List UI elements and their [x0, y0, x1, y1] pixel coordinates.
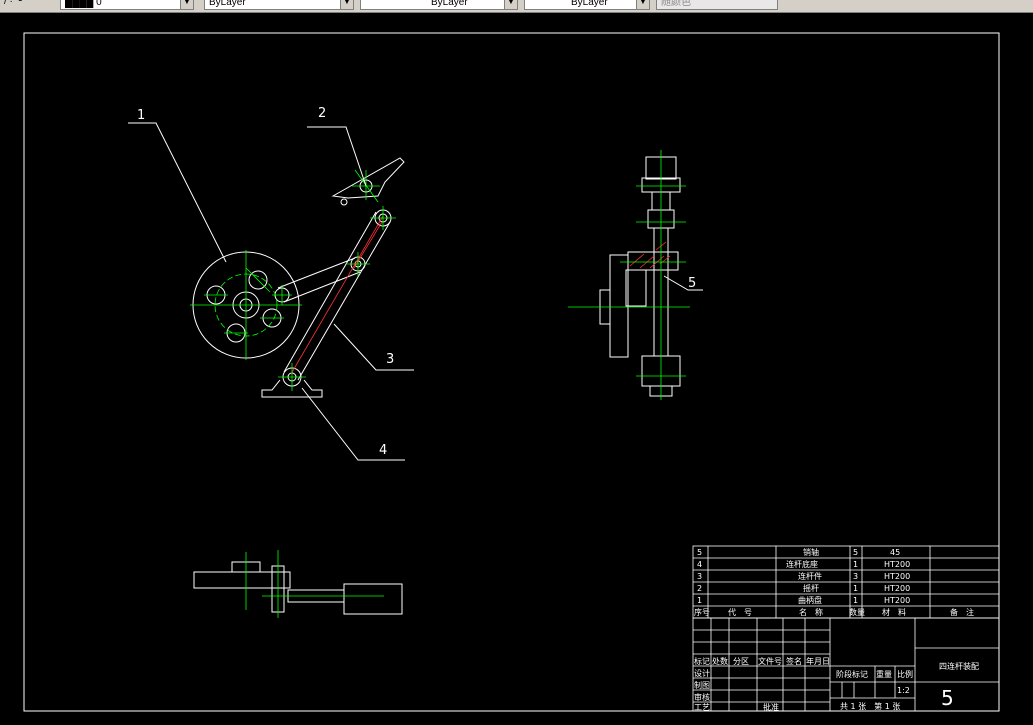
bom-qty: 1: [853, 584, 858, 593]
chevron-down-icon[interactable]: ▼: [180, 0, 193, 9]
cad-drawing-canvas[interactable]: 1 2 3 4 5 5 销轴 5 45 4 连杆底座 1 HT200 3 连杆件…: [0, 12, 1033, 725]
balloon-5: 5: [688, 276, 696, 291]
side-view-hatch: [629, 241, 671, 269]
role-design: 设计: [694, 668, 710, 678]
rev-header: 签名: [786, 656, 802, 666]
balloon-1: 1: [137, 108, 145, 123]
balloon-2: 2: [318, 106, 326, 121]
side-view: [599, 156, 681, 397]
bom-no: 3: [697, 572, 702, 581]
bom-material: HT200: [884, 584, 910, 593]
bom-material: HT200: [884, 572, 910, 581]
bom-name: 连杆件: [798, 571, 822, 581]
top-view-centerlines: [245, 550, 384, 618]
rev-header: 分区: [733, 657, 749, 666]
linetype-dropdown[interactable]: ByLayer ▼: [360, 0, 518, 10]
layer-value: ████ 0: [65, 0, 102, 8]
rev-header: 年月日: [806, 656, 830, 666]
plotstyle-dropdown[interactable]: 随颜色: [656, 0, 778, 10]
drawing-border: [23, 32, 1000, 712]
bom-no: 4: [697, 560, 702, 569]
bom-no: 1: [697, 596, 702, 605]
bom-header-name: 名 称: [799, 607, 823, 617]
bom-header-material: 材 料: [882, 607, 906, 617]
bom-no: 2: [697, 584, 702, 593]
chevron-down-icon[interactable]: ▼: [636, 0, 649, 9]
bom-qty: 1: [853, 560, 858, 569]
linkage-centerlines: [290, 215, 384, 375]
bom-header-qty: 数量: [849, 607, 865, 617]
top-view: [193, 561, 403, 615]
chevron-down-icon[interactable]: ▼: [504, 0, 517, 9]
toolbar-partial-label: / · ╰: [4, 0, 22, 7]
joint-centerlines: [272, 206, 396, 391]
balloon-3: 3: [386, 352, 394, 367]
sheet-info: 共 1 张 第 1 张: [840, 701, 900, 711]
rev-header: 处数: [712, 656, 728, 666]
layer-dropdown[interactable]: ████ 0 ▼: [60, 0, 194, 10]
bom-qty: 1: [853, 596, 858, 605]
title-block-text: 标记 处数 分区 文件号 签名 年月日 设计 制图 审核 工艺 批准 阶段标记 …: [694, 656, 979, 712]
crank-centerlines: [190, 250, 302, 360]
bom-header-code: 代 号: [728, 607, 752, 617]
bom-rows: 5 销轴 5 45 4 连杆底座 1 HT200 3 连杆件 3 HT200 2…: [694, 547, 974, 617]
weight-label: 重量: [876, 669, 892, 679]
approve-label: 批准: [763, 702, 779, 712]
bom-name: 曲柄盘: [798, 595, 822, 605]
bom-name: 连杆底座: [786, 559, 818, 569]
rev-header: 标记: [694, 656, 710, 666]
properties-toolbar: / · ╰ ████ 0 ▼ ByLayer ▼ ByLayer ▼ ByLay…: [0, 0, 1033, 13]
rev-header: 文件号: [758, 656, 782, 666]
role-process: 工艺: [694, 703, 710, 712]
linkage-rod: [261, 209, 392, 398]
leader-lines: [128, 122, 703, 461]
chevron-down-icon[interactable]: ▼: [340, 0, 353, 9]
role-draw: 制图: [694, 680, 710, 690]
bom-qty: 3: [853, 572, 858, 581]
plotstyle-value: 随颜色: [661, 0, 691, 8]
side-view-centerlines: [568, 150, 690, 400]
bom-name: 销轴: [803, 547, 819, 557]
bom-material: HT200: [884, 596, 910, 605]
bom-material: 45: [890, 548, 900, 557]
title-block: [692, 617, 1000, 712]
lineweight-value: ByLayer: [571, 0, 608, 8]
linetype-value: ByLayer: [431, 0, 468, 8]
bom-no: 5: [697, 548, 702, 557]
lineweight-dropdown[interactable]: ByLayer ▼: [524, 0, 650, 10]
rocker-part: [331, 157, 405, 206]
bom-name: 摇杆: [803, 583, 819, 593]
role-review: 审核: [694, 692, 710, 702]
bom-header-no: 序号: [694, 607, 710, 617]
scale-value: 1:2: [897, 686, 910, 695]
drawing-name: 四连杆装配: [939, 661, 979, 671]
scale-label: 比例: [897, 669, 913, 679]
color-dropdown[interactable]: ByLayer ▼: [204, 0, 354, 10]
stage-label: 阶段标记: [836, 669, 868, 679]
color-value: ByLayer: [209, 0, 246, 8]
bom-material: HT200: [884, 560, 910, 569]
bom-qty: 5: [853, 548, 858, 557]
balloon-4: 4: [379, 443, 387, 458]
bom-header-remark: 备 注: [950, 607, 974, 617]
drawing-number: 5: [941, 686, 954, 710]
